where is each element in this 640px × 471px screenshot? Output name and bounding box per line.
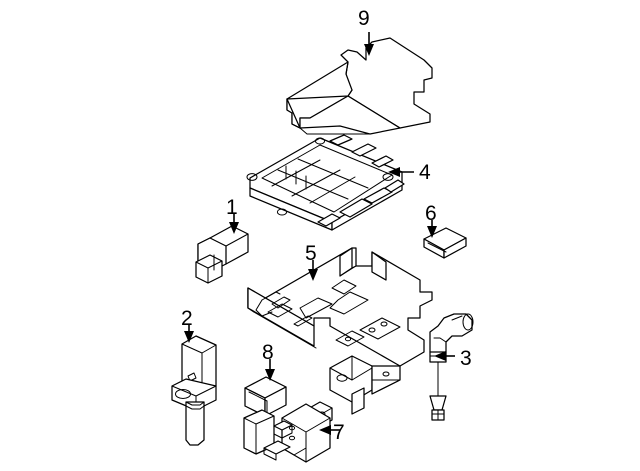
leader-lines xyxy=(184,32,455,435)
part-5-ecu-mounting-bracket xyxy=(247,247,433,415)
part-3-knock-sensor xyxy=(429,313,474,421)
callout-label-5: 5 xyxy=(305,242,317,265)
part-8-flat-relay xyxy=(244,376,287,417)
callout-label-9: 9 xyxy=(358,7,370,30)
callout-label-4: 4 xyxy=(419,161,431,184)
part-7-control-unit-with-bracket xyxy=(243,401,333,463)
callout-label-8: 8 xyxy=(262,341,274,364)
part-9-ecu-cover xyxy=(286,37,433,135)
part-1-relay-block xyxy=(195,225,249,284)
callout-label-7: 7 xyxy=(333,421,345,444)
part-6-relay-module-small xyxy=(423,227,467,259)
callout-label-1: 1 xyxy=(226,196,238,219)
part-2-camshaft-position-sensor xyxy=(171,335,217,446)
callout-label-3: 3 xyxy=(460,347,472,370)
part-4-engine-control-module xyxy=(246,134,405,231)
callout-label-2: 2 xyxy=(181,307,193,330)
callout-label-6: 6 xyxy=(425,202,437,225)
